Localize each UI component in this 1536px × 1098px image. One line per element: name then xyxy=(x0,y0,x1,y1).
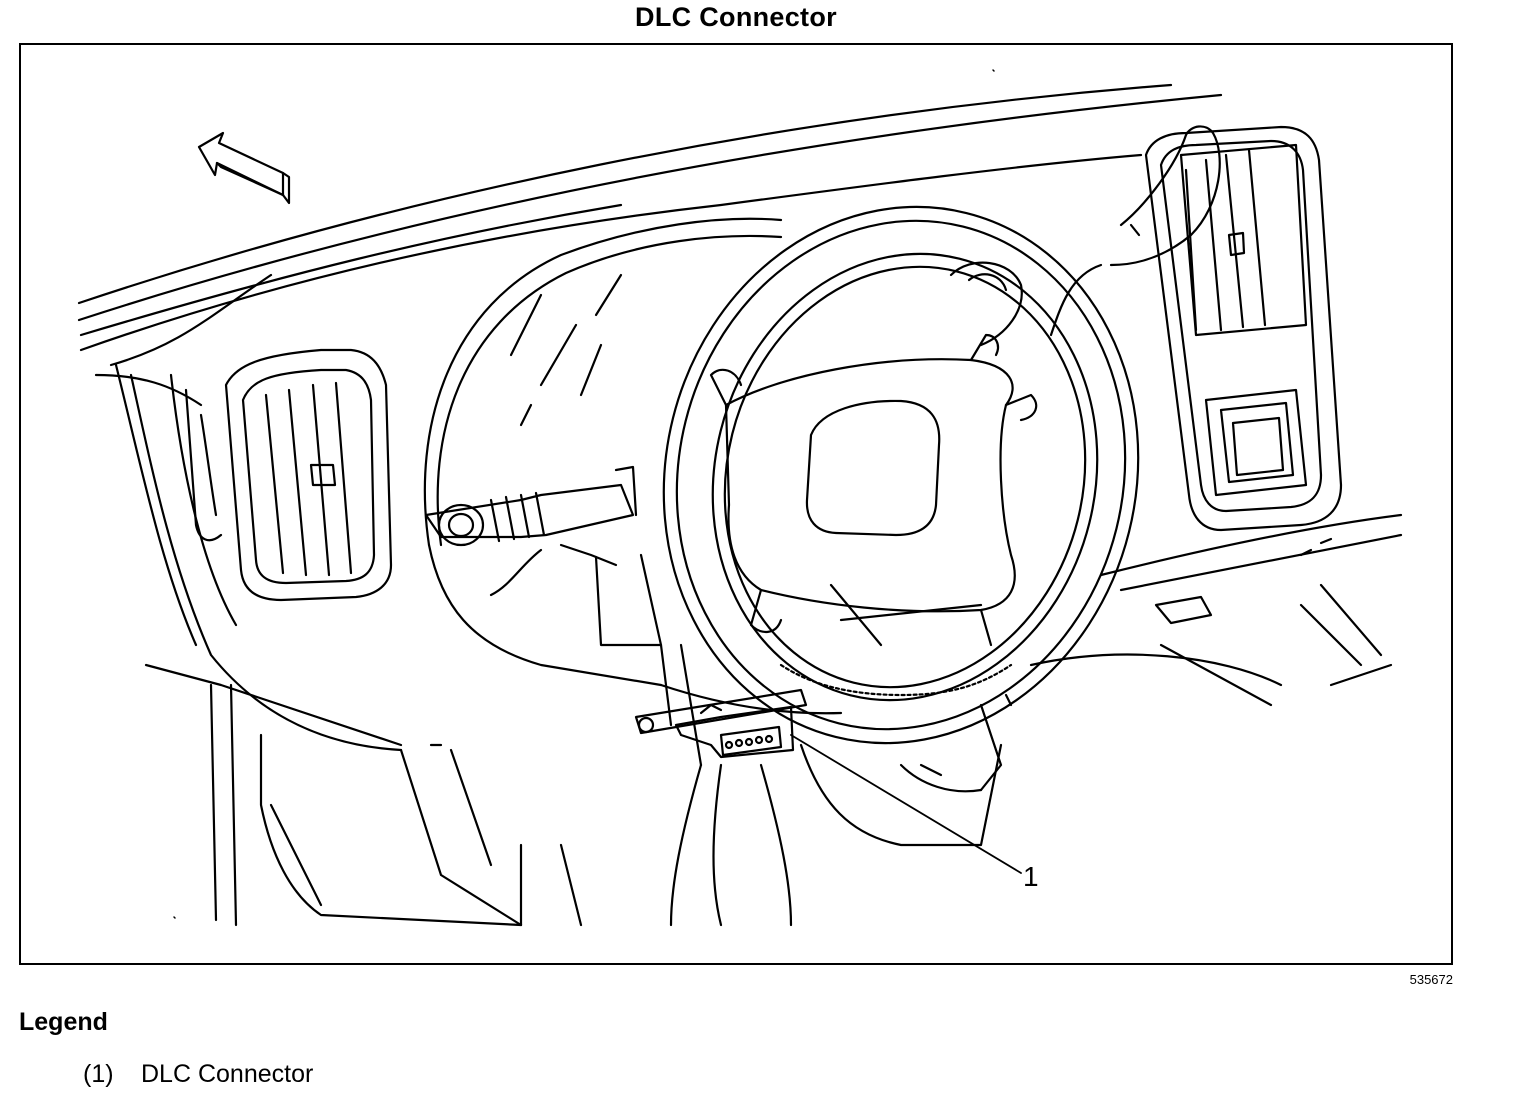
legend-heading: Legend xyxy=(19,1008,108,1036)
right-lower-dash xyxy=(1029,513,1403,707)
steering-column xyxy=(659,643,1013,927)
legend-item-label: DLC Connector xyxy=(141,1060,314,1088)
callout-1-label: 1 xyxy=(1023,861,1039,892)
legend-item: (1) DLC Connector xyxy=(83,1060,313,1089)
cluster-hood xyxy=(423,217,783,687)
shift-lever xyxy=(1049,125,1221,337)
callout-1: 1 xyxy=(790,734,1039,892)
steering-wheel xyxy=(659,205,1140,745)
legend-item-number: (1) xyxy=(83,1060,114,1088)
diagram-frame: 1 xyxy=(19,43,1453,965)
dlc-connector xyxy=(634,688,808,759)
page-title: DLC Connector xyxy=(635,2,837,32)
scan-specks xyxy=(173,69,995,919)
left-air-vent xyxy=(224,348,393,602)
right-air-vent xyxy=(1144,125,1343,532)
figure-number: 535672 xyxy=(1409,972,1453,987)
turn-signal-stalk xyxy=(424,465,663,647)
dashboard-illustration: 1 xyxy=(77,69,1403,927)
left-dash-panel xyxy=(114,363,583,927)
windshield-lines xyxy=(77,83,1223,337)
dash-top xyxy=(79,153,1143,407)
direction-arrow-icon xyxy=(197,131,291,205)
